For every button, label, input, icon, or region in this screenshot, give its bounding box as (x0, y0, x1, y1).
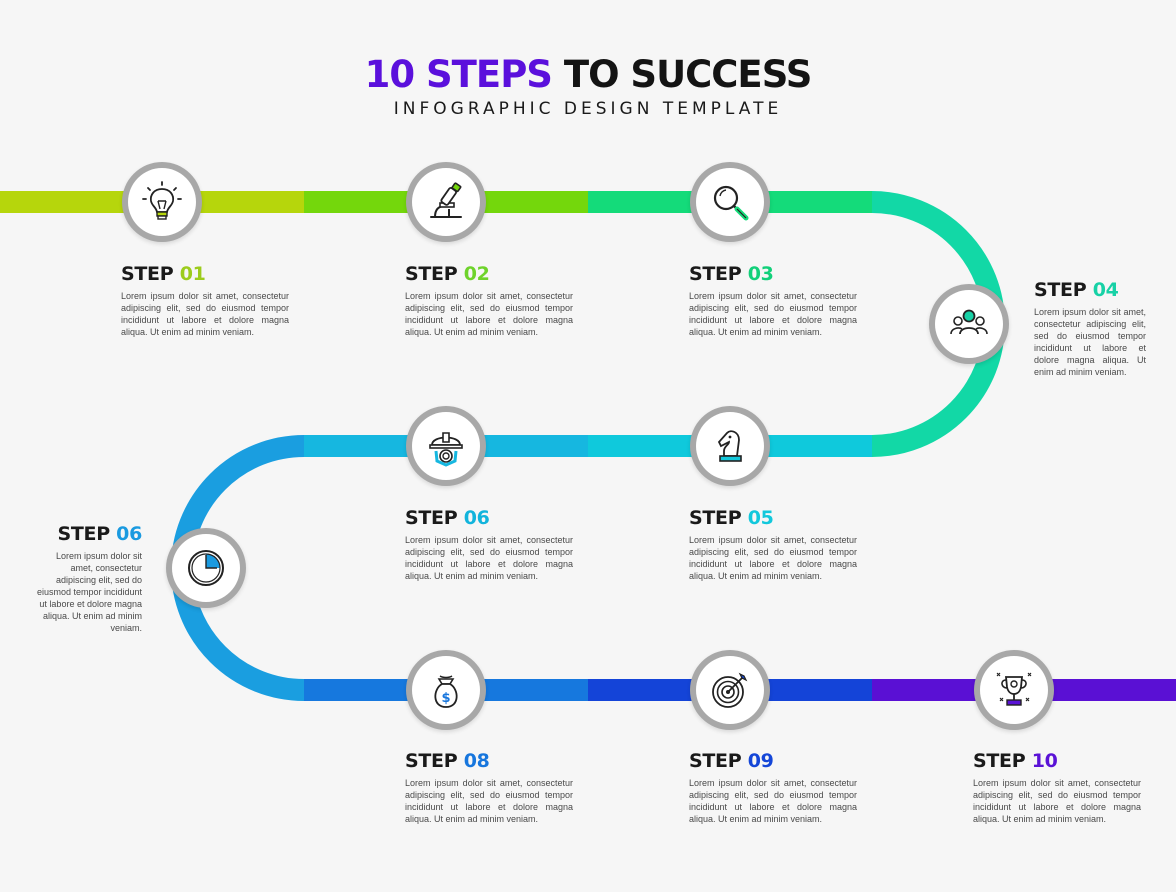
step-5-description: Lorem ipsum dolor sit amet, consectetur … (689, 535, 857, 581)
chess-knight-icon (717, 430, 742, 462)
page-title: 10 STEPS TO SUCCESS (0, 52, 1176, 98)
step-8-heading: STEP 08 (405, 750, 490, 772)
step-5-text: STEP 05 Lorem ipsum dolor sit amet, cons… (689, 506, 857, 582)
magnifier-icon (713, 185, 749, 221)
step-7-text: STEP 06 Lorem ipsum dolor sit amet, cons… (32, 522, 142, 634)
helmet-gear-icon (429, 432, 463, 467)
step-9-description: Lorem ipsum dolor sit amet, consectetur … (689, 778, 857, 824)
step-1-node (122, 162, 202, 242)
step-3-description: Lorem ipsum dolor sit amet, consectetur … (689, 291, 857, 337)
step-1-heading: STEP 01 (121, 263, 206, 285)
step-2-text: STEP 02 Lorem ipsum dolor sit amet, cons… (405, 262, 573, 338)
step-4-description: Lorem ipsum dolor sit amet, consectetur … (1034, 307, 1146, 377)
step-2-node (406, 162, 486, 242)
step-3-node (690, 162, 770, 242)
step-9-node (690, 650, 770, 730)
step-9-text: STEP 09 Lorem ipsum dolor sit amet, cons… (689, 749, 857, 825)
step-7-heading: STEP 06 (57, 523, 142, 545)
title-rest: TO SUCCESS (563, 53, 812, 96)
team-icon (950, 309, 988, 335)
step-1-text: STEP 01 Lorem ipsum dolor sit amet, cons… (121, 262, 289, 338)
step-6-heading: STEP 06 (405, 507, 490, 529)
step-10-heading: STEP 10 (973, 750, 1058, 772)
microscope-icon (430, 182, 462, 218)
step-8-node: $ (406, 650, 486, 730)
target-icon (712, 672, 748, 708)
step-6-description: Lorem ipsum dolor sit amet, consectetur … (405, 535, 573, 581)
step-10-node (974, 650, 1054, 730)
step-4-heading: STEP 04 (1034, 279, 1119, 301)
step-6-node (406, 406, 486, 486)
step-4-text: STEP 04 Lorem ipsum dolor sit amet, cons… (1034, 278, 1146, 378)
svg-text:$: $ (441, 691, 450, 706)
title-accent: 10 STEPS (364, 53, 553, 96)
step-10-text: STEP 10 Lorem ipsum dolor sit amet, cons… (973, 749, 1141, 825)
step-1-description: Lorem ipsum dolor sit amet, consectetur … (121, 291, 289, 337)
step-10-description: Lorem ipsum dolor sit amet, consectetur … (973, 778, 1141, 824)
step-4-node (929, 284, 1009, 364)
step-2-heading: STEP 02 (405, 263, 490, 285)
clock-icon (188, 550, 224, 586)
page-subtitle: INFOGRAPHIC DESIGN TEMPLATE (393, 99, 783, 119)
lightbulb-icon (142, 181, 182, 220)
step-5-node (690, 406, 770, 486)
step-7-node (166, 528, 246, 608)
money-bag-icon: $ (434, 675, 458, 708)
step-3-text: STEP 03 Lorem ipsum dolor sit amet, cons… (689, 262, 857, 338)
step-9-heading: STEP 09 (689, 750, 774, 772)
step-8-description: Lorem ipsum dolor sit amet, consectetur … (405, 778, 573, 824)
step-7-description: Lorem ipsum dolor sit amet, consectetur … (36, 551, 142, 633)
step-5-heading: STEP 05 (689, 507, 774, 529)
trophy-icon (996, 672, 1032, 706)
step-6-text: STEP 06 Lorem ipsum dolor sit amet, cons… (405, 506, 573, 582)
step-2-description: Lorem ipsum dolor sit amet, consectetur … (405, 291, 573, 337)
step-8-text: STEP 08 Lorem ipsum dolor sit amet, cons… (405, 749, 573, 825)
step-3-heading: STEP 03 (689, 263, 774, 285)
